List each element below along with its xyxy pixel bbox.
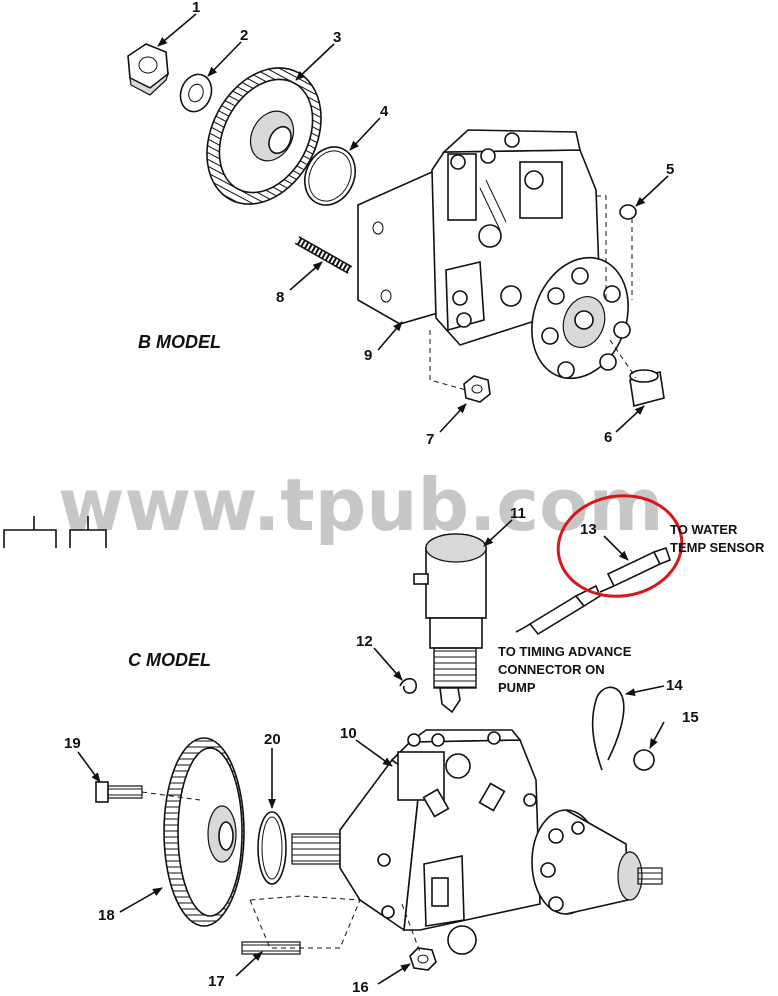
callout-11: 11 <box>510 505 526 522</box>
callout-4: 4 <box>380 103 389 120</box>
c-model-label: C MODEL <box>128 650 211 670</box>
timing-note-line-3: PUMP <box>498 680 536 695</box>
b-model-guide-lines <box>429 195 637 391</box>
callout-9: 9 <box>364 347 372 364</box>
callout-14: 14 <box>666 677 683 694</box>
gear-part-3 <box>206 67 322 205</box>
watermark-text: www.tpub.com <box>58 463 664 547</box>
wire-part-14 <box>591 686 625 771</box>
callout-13: 13 <box>580 521 597 538</box>
callout-12: 12 <box>356 633 373 650</box>
injection-pump-part-9 <box>357 129 631 380</box>
timing-connector <box>515 584 601 636</box>
callout-19: 19 <box>64 735 81 752</box>
callout-20: 20 <box>264 731 281 748</box>
timing-note-line-2: CONNECTOR ON <box>498 662 605 677</box>
callout-10: 10 <box>340 725 357 742</box>
callout-8: 8 <box>276 289 284 306</box>
o-ring-part-4 <box>304 146 356 206</box>
nut-part-7 <box>463 375 491 403</box>
injection-pump-part-10 <box>291 729 663 955</box>
water-temp-note-line-1: TO WATER <box>670 522 738 537</box>
highlight-circle <box>556 494 684 598</box>
clip-part-12 <box>399 677 417 694</box>
timing-note-line-1: TO TIMING ADVANCE <box>498 644 632 659</box>
callout-7: 7 <box>426 431 434 448</box>
o-ring-part-20 <box>257 811 287 885</box>
callout-17: 17 <box>208 973 225 990</box>
sensor-connector-part-13 <box>599 546 671 593</box>
bolt-part-19 <box>95 781 143 803</box>
nut-part-16 <box>409 947 437 971</box>
solenoid-part-11 <box>413 533 487 714</box>
c-model-group <box>95 533 671 971</box>
bracket-symbols <box>3 516 107 548</box>
callout-6: 6 <box>604 429 612 446</box>
washer-part-2 <box>179 73 213 113</box>
callout-2: 2 <box>240 27 248 44</box>
sleeve-part-6 <box>629 369 665 408</box>
callout-3: 3 <box>333 29 341 46</box>
callout-leaders <box>77 13 669 985</box>
callout-5: 5 <box>666 161 674 178</box>
stud-part-8 <box>294 236 353 274</box>
plug-part-5 <box>619 204 637 220</box>
callout-16: 16 <box>352 979 369 996</box>
callout-1: 1 <box>192 0 200 16</box>
b-model-group <box>127 43 665 408</box>
ball-part-15 <box>633 749 655 771</box>
b-model-label: B MODEL <box>138 332 221 352</box>
nut-part-1 <box>127 43 170 96</box>
callout-numbers: 1 2 3 4 5 6 7 8 9 10 11 12 13 14 15 16 1… <box>64 0 699 996</box>
callout-15: 15 <box>682 709 699 726</box>
water-temp-note-line-2: TEMP SENSOR <box>670 540 765 555</box>
c-model-guide-lines <box>141 791 421 953</box>
gear-part-18 <box>163 737 245 927</box>
callout-18: 18 <box>98 907 115 924</box>
